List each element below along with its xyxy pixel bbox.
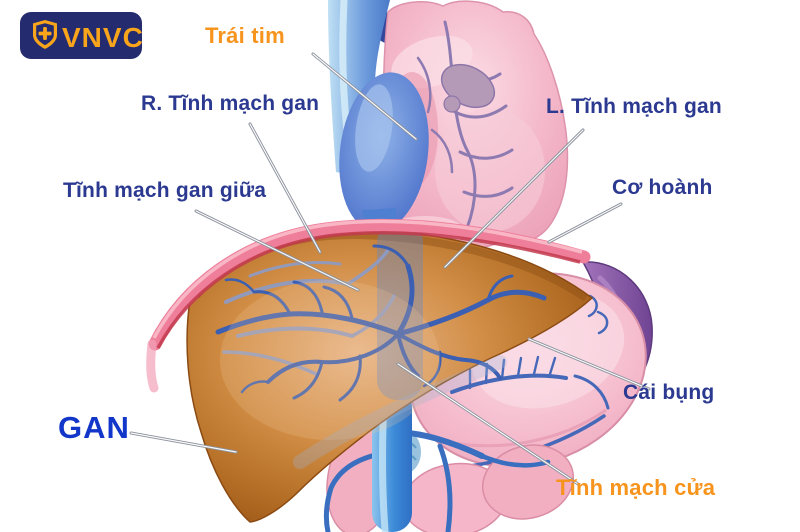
heart-illustration — [328, 0, 569, 252]
vnvc-logo: VNVC — [20, 12, 144, 59]
label-diaphragm: Cơ hoành — [612, 176, 713, 199]
hepatic-veins — [222, 248, 396, 376]
label-middle-hepatic-vein: Tĩnh mạch gan giữa — [63, 179, 267, 202]
liver-illustration — [186, 222, 594, 523]
coronary-vessels — [416, 20, 514, 230]
shield-cross-icon — [33, 20, 57, 49]
diaphragm-illustration — [146, 218, 591, 393]
ivc-through-liver — [377, 222, 423, 400]
label-heart: Trái tim — [205, 23, 285, 48]
label-left-hepatic-vein: L. Tĩnh mạch gan — [546, 95, 722, 118]
label-portal-vein: Tĩnh mạch cửa — [556, 475, 716, 500]
leader-lines — [129, 52, 651, 486]
organ-shadow — [293, 355, 507, 469]
label-liver: GAN — [58, 410, 130, 445]
label-right-hepatic-vein: R. Tĩnh mạch gan — [141, 92, 320, 115]
logo-text: VNVC — [62, 22, 144, 53]
label-stomach: Cái bụng — [623, 381, 715, 404]
liver-vein-tree — [215, 244, 547, 402]
